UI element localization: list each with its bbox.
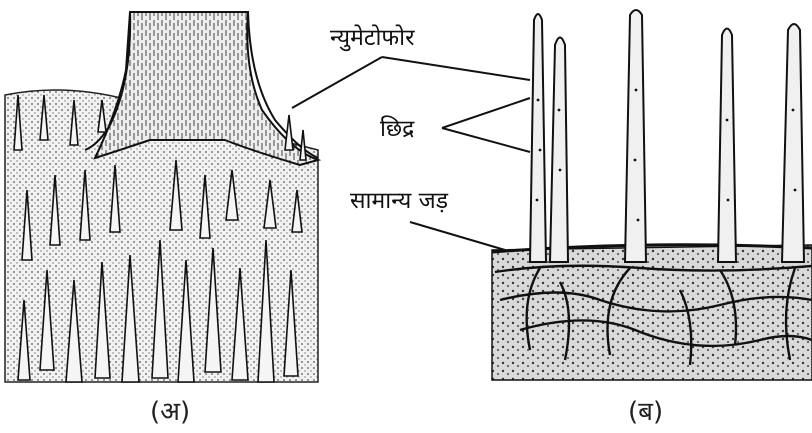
normal-root-label: सामान्य जड़ [350,188,449,214]
pneumatophore-twin-left [530,14,546,262]
caption-left: (अ) [150,397,190,427]
pore-label: छिद्र [380,115,415,142]
normal-root-leader [410,222,505,250]
pore-dots [536,89,797,222]
panel-b-soil [492,245,812,380]
panel-b-illustration [492,10,812,380]
pneumatophore-leader-left [292,57,382,108]
pneumatophore-right [718,29,736,263]
pore-leader-upper [442,98,530,128]
pneumatophore-leader-right [382,57,530,80]
leader-lines [292,57,530,250]
pneumatophore-label: न्युमेटोफोर [330,24,415,52]
panel-b-pneumatophores [530,10,804,262]
panel-a-illustration [5,12,318,382]
pneumatophore-center [625,10,646,262]
caption-right: (ब) [628,397,663,427]
pneumatophore-twin-right [550,38,568,263]
pneumatophore-far-right [782,24,804,262]
pore-leader-lower [442,128,530,152]
